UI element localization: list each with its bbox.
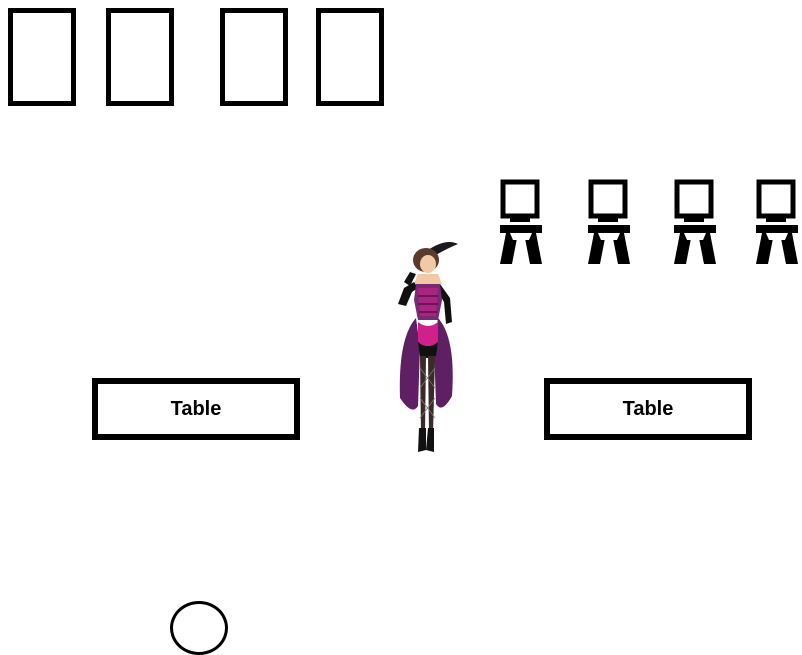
dancer-figure[interactable]	[388, 238, 462, 456]
chair-icon[interactable]	[496, 178, 546, 266]
table-label: Table	[171, 398, 222, 421]
top-box-2[interactable]	[106, 8, 174, 106]
circle-token[interactable]	[170, 601, 228, 655]
table-label: Table	[623, 398, 674, 421]
table-right[interactable]: Table	[544, 378, 752, 440]
chair-icon[interactable]	[584, 178, 634, 266]
chair-icon[interactable]	[670, 178, 720, 266]
top-box-4[interactable]	[316, 8, 384, 106]
chair-icon[interactable]	[752, 178, 802, 266]
top-box-1[interactable]	[8, 8, 76, 106]
top-box-3[interactable]	[220, 8, 288, 106]
table-left[interactable]: Table	[92, 378, 300, 440]
